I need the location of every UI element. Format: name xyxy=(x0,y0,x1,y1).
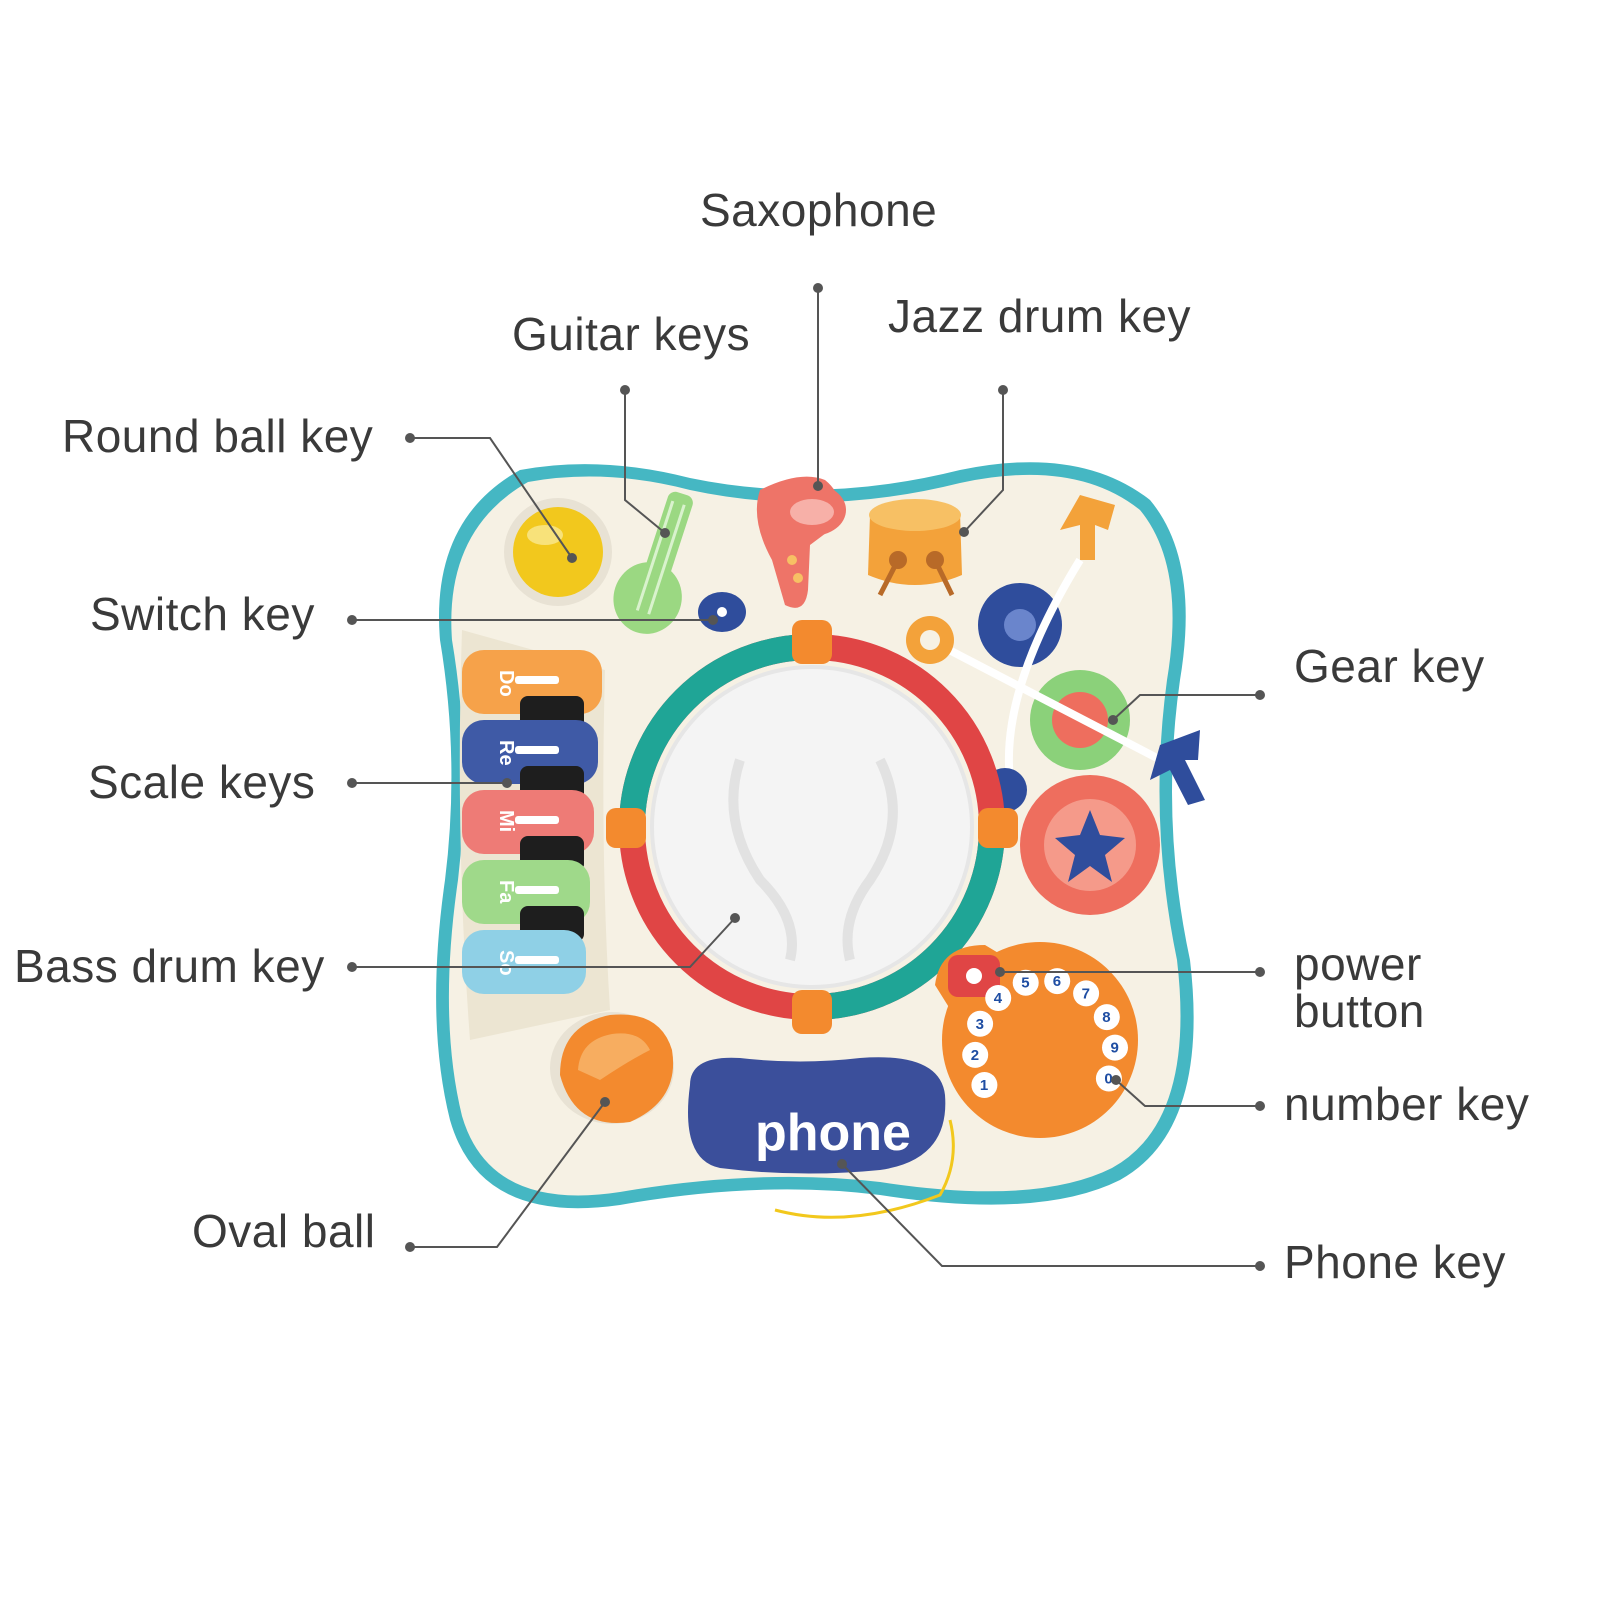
callout-saxophone: Saxophone xyxy=(700,184,937,236)
callout-switch-key: Switch key xyxy=(90,588,315,640)
scale-key-label: Mi xyxy=(495,810,517,832)
switch-key[interactable] xyxy=(698,592,746,632)
number-key-5[interactable]: 5 xyxy=(1012,969,1039,996)
callout-number-key: number key xyxy=(1284,1078,1529,1130)
oval-ball-key[interactable] xyxy=(550,1012,674,1124)
phone-logo-text: phone xyxy=(755,1104,911,1162)
bass-drum-key[interactable] xyxy=(606,620,1018,1034)
callout-jazz-drum-key: Jazz drum key xyxy=(888,290,1191,342)
callout-power-button-line1: power xyxy=(1294,938,1422,990)
round-ball-key[interactable] xyxy=(504,498,612,606)
number-key-label: 6 xyxy=(1053,973,1061,990)
callout-power-button-line2: button xyxy=(1294,985,1425,1037)
number-key-4[interactable]: 4 xyxy=(985,985,1012,1011)
number-key-label: 9 xyxy=(1111,1040,1119,1057)
jazz-drum-key[interactable] xyxy=(868,499,962,597)
number-key-label: 5 xyxy=(1021,975,1029,992)
callout-gear-key: Gear key xyxy=(1294,640,1485,692)
number-key-8[interactable]: 8 xyxy=(1093,1004,1120,1031)
scale-key-label: So xyxy=(495,950,517,976)
callout-phone-key: Phone key xyxy=(1284,1236,1506,1288)
power-button[interactable] xyxy=(948,955,1000,997)
scale-key-label: Do xyxy=(495,670,517,697)
callout-round-ball-key: Round ball key xyxy=(62,410,373,462)
number-key-label: 2 xyxy=(971,1047,979,1064)
number-key-label: 3 xyxy=(976,1016,984,1033)
number-key-label: 0 xyxy=(1104,1071,1112,1088)
gear-cluster[interactable] xyxy=(906,495,1205,915)
callout-bass-drum-key: Bass drum key xyxy=(14,940,325,992)
number-key-9[interactable]: 9 xyxy=(1102,1034,1128,1061)
number-key-label: 4 xyxy=(994,990,1003,1007)
callouts: Saxophone Guitar keys Jazz drum key Roun… xyxy=(14,184,1529,1288)
number-key-label: 8 xyxy=(1102,1009,1110,1026)
number-key-2[interactable]: 2 xyxy=(962,1041,989,1068)
scale-key-label: Fa xyxy=(495,880,517,904)
guitar-key[interactable] xyxy=(604,483,714,643)
callout-scale-keys: Scale keys xyxy=(88,756,315,808)
number-key-3[interactable]: 3 xyxy=(967,1010,994,1037)
scale-key-label: Re xyxy=(495,740,517,766)
number-key-label: 7 xyxy=(1082,985,1090,1002)
number-key-label: 1 xyxy=(980,1077,988,1094)
scale-key-so[interactable]: So xyxy=(462,930,586,994)
number-key-0[interactable]: 0 xyxy=(1095,1065,1122,1092)
saxophone-key[interactable] xyxy=(756,476,846,608)
number-key-6[interactable]: 6 xyxy=(1044,968,1071,995)
phone-cord xyxy=(774,1119,955,1219)
callout-oval-ball: Oval ball xyxy=(192,1205,375,1257)
number-key-7[interactable]: 7 xyxy=(1073,980,1100,1007)
phone-handset-key[interactable]: phone xyxy=(688,1057,946,1174)
number-key-1[interactable]: 1 xyxy=(971,1072,998,1098)
callout-guitar-keys: Guitar keys xyxy=(512,308,750,360)
